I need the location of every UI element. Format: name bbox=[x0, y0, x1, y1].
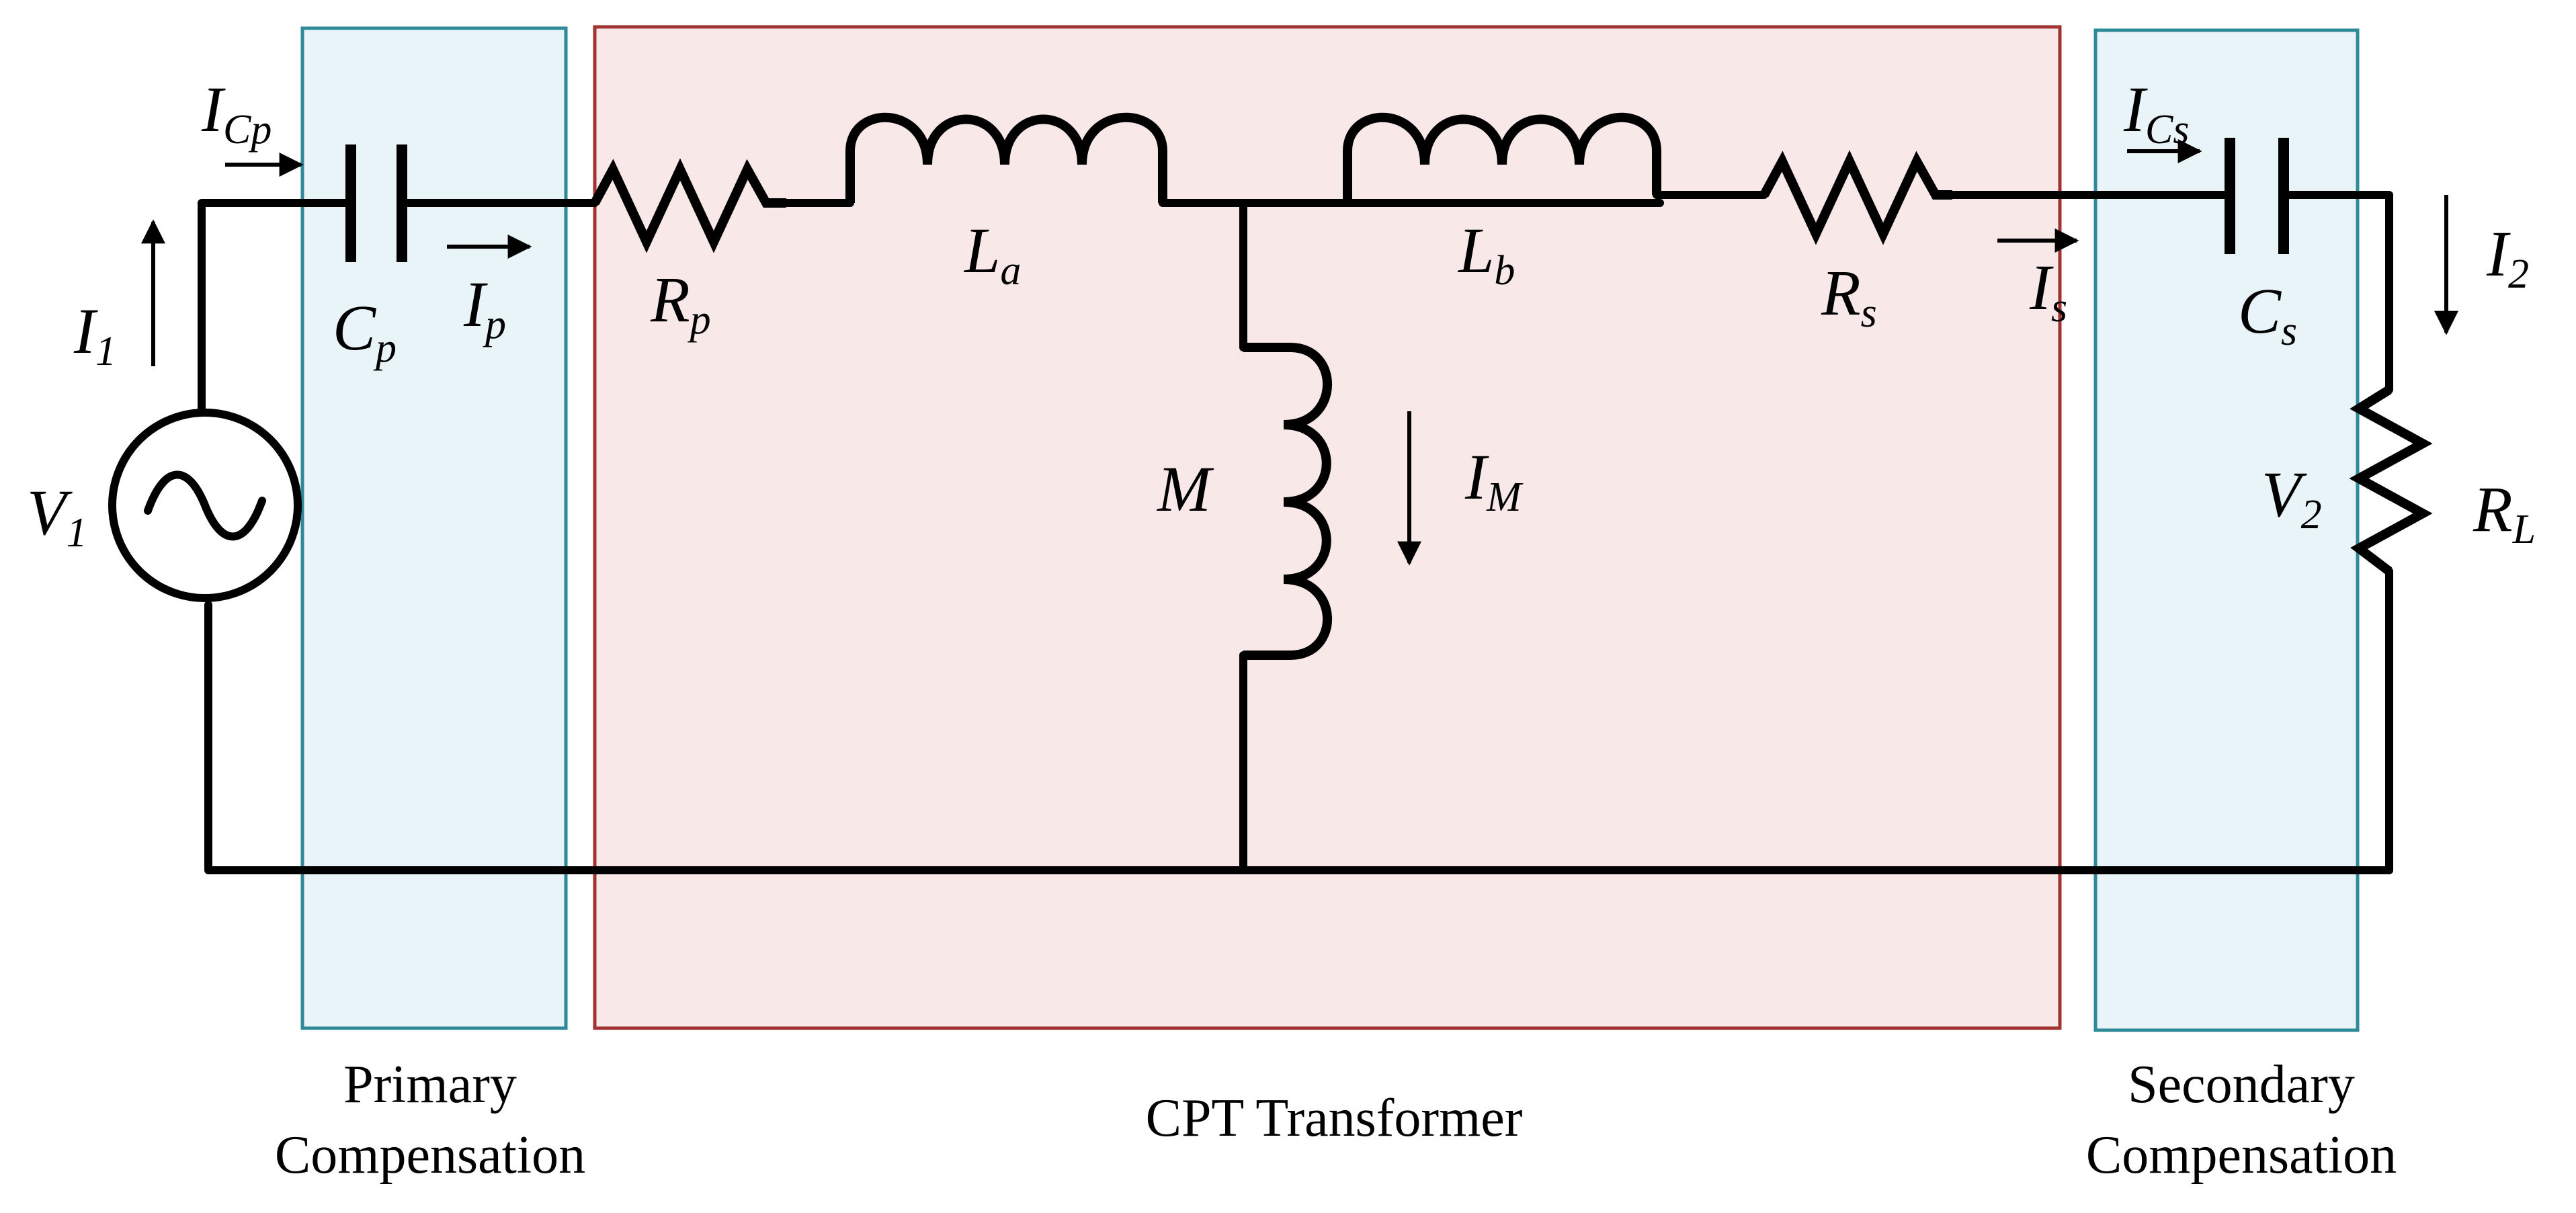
capacitor-icon bbox=[345, 144, 407, 262]
wires bbox=[198, 191, 2393, 874]
label-rp: Rp bbox=[650, 263, 711, 343]
label-la: La bbox=[963, 214, 1021, 294]
resistor-icon bbox=[590, 158, 786, 253]
caption-secondary-line1: Secondary bbox=[2128, 1055, 2355, 1114]
capacitor-icon bbox=[2225, 138, 2289, 254]
caption-primary-line1: Primary bbox=[343, 1055, 517, 1114]
inductor-icon bbox=[1343, 112, 1661, 203]
label-ip: Ip bbox=[463, 268, 506, 347]
wire-cs-rl bbox=[2281, 191, 2393, 394]
label-i2: I2 bbox=[2486, 218, 2529, 297]
wire-source-top bbox=[198, 199, 354, 414]
label-m: M bbox=[1156, 453, 1214, 525]
label-icp: ICp bbox=[201, 73, 272, 153]
label-rs: Rs bbox=[1821, 257, 1877, 336]
label-is: Is bbox=[2029, 251, 2067, 331]
primary-compensation-region bbox=[300, 26, 568, 1030]
label-lb: Lb bbox=[1457, 214, 1515, 294]
label-cp: Cp bbox=[333, 292, 397, 371]
inductor-icon bbox=[1243, 343, 1333, 660]
label-ics: ICs bbox=[2123, 73, 2189, 153]
label-i1: I1 bbox=[73, 295, 116, 374]
label-im: IM bbox=[1464, 441, 1524, 520]
inductor-icon bbox=[845, 112, 1167, 203]
ac-voltage-source-icon bbox=[108, 409, 302, 602]
wire-bottom-rail bbox=[204, 601, 2393, 874]
label-cs: Cs bbox=[2238, 275, 2297, 354]
caption-transformer: CPT Transformer bbox=[1146, 1089, 1523, 1148]
caption-secondary-line2: Compensation bbox=[2086, 1126, 2397, 1185]
current-arrows bbox=[141, 139, 2458, 566]
label-v1: V1 bbox=[27, 476, 87, 556]
resistor-icon bbox=[2349, 386, 2433, 575]
label-rl: RL bbox=[2473, 473, 2536, 552]
label-v2: V2 bbox=[2261, 458, 2322, 538]
caption-primary-line2: Compensation bbox=[275, 1126, 585, 1185]
resistor-icon bbox=[1759, 150, 1952, 245]
